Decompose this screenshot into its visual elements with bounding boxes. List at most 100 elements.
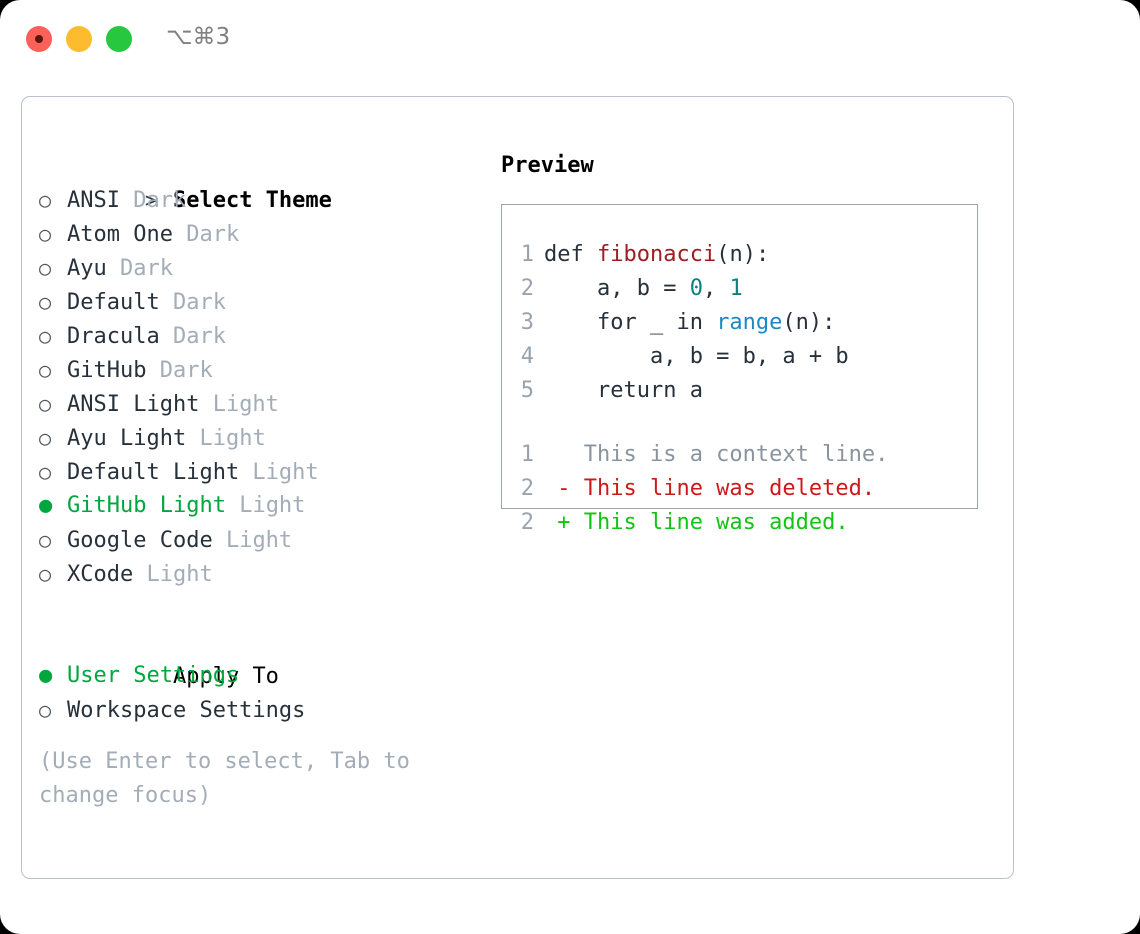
code-block-separator (512, 408, 972, 438)
theme-list-item[interactable]: ○ Atom One Dark (39, 217, 489, 251)
diff-line-text: + This line was added. (544, 510, 849, 535)
theme-list-item[interactable]: ○ Ayu Light Light (39, 421, 489, 455)
line-number: 3 (520, 310, 534, 335)
theme-name: Default (67, 290, 160, 315)
theme-name: Google Code (67, 528, 213, 553)
radio-unselected-icon[interactable]: ○ (39, 222, 52, 246)
line-number: 5 (520, 378, 534, 403)
theme-category-badge: Dark (146, 358, 213, 383)
theme-list-item[interactable]: ○ Default Dark (39, 285, 489, 319)
radio-selected-icon[interactable]: ● (39, 663, 53, 688)
radio-unselected-icon[interactable]: ○ (39, 290, 52, 314)
theme-category-badge: Dark (159, 324, 226, 349)
minimize-window-button[interactable] (66, 26, 92, 52)
preview-title: Preview (501, 153, 594, 178)
radio-selected-icon[interactable]: ● (39, 493, 53, 518)
radio-unselected-icon[interactable]: ○ (39, 562, 52, 586)
radio-unselected-icon[interactable]: ○ (39, 188, 52, 212)
code-line: 4 a, b = b, a + b (512, 340, 972, 374)
theme-name: GitHub (67, 358, 147, 383)
line-number: 2 (520, 276, 534, 301)
theme-list-item[interactable]: ○ Google Code Light (39, 523, 489, 557)
theme-list-item[interactable]: ○ Dracula Dark (39, 319, 489, 353)
theme-category-badge: Light (133, 562, 213, 587)
apply-to-group-label-row: ○Apply To (39, 625, 489, 689)
code-line: 2 a, b = 0, 1 (512, 272, 972, 306)
theme-selection-column: >Select Theme ○ANSI Dark○Atom One Dark○A… (39, 149, 489, 727)
diff-line: 2 - This line was deleted. (512, 472, 972, 506)
radio-unselected-icon[interactable]: ○ (39, 358, 52, 382)
line-number: 1 (520, 242, 534, 267)
record-indicator-icon (35, 35, 43, 43)
code-token: def (544, 242, 597, 267)
preview-column: Preview (501, 149, 594, 183)
code-token: (n): (716, 242, 770, 267)
theme-name: Dracula (67, 324, 160, 349)
theme-category-badge: Light (186, 426, 266, 451)
apply-to-label: Apply To (172, 664, 279, 689)
theme-name: Atom One (67, 222, 173, 247)
theme-list-item[interactable]: ○ ANSI Light Light (39, 387, 489, 421)
radio-unselected-icon[interactable]: ○ (39, 392, 52, 416)
code-token: (n): (782, 310, 836, 335)
theme-list-item[interactable]: ● GitHub Light Light (39, 489, 489, 523)
theme-list: ○ANSI Dark○Atom One Dark○Ayu Dark○Defaul… (39, 183, 489, 591)
diff-line: 1 This is a context line. (512, 438, 972, 472)
list-spacer (39, 591, 489, 625)
theme-list-item[interactable]: ○ ANSI Dark (39, 183, 489, 217)
code-token: a, b = (544, 276, 690, 301)
line-number: 2 (520, 510, 534, 535)
radio-unselected-icon[interactable]: ○ (39, 698, 52, 722)
radio-unselected-icon[interactable]: ○ (39, 528, 52, 552)
code-line: 3 for _ in range(n): (512, 306, 972, 340)
apply-to-option-label: Workspace Settings (67, 698, 306, 723)
code-token: range (716, 310, 783, 335)
line-number: 2 (520, 476, 534, 501)
apply-to-option[interactable]: ● User Settings (39, 659, 489, 693)
theme-list-item[interactable]: ○Ayu Dark (39, 251, 489, 285)
diff-line: 2 + This line was added. (512, 506, 972, 540)
radio-unselected-icon[interactable]: ○ (39, 460, 52, 484)
apply-to-option[interactable]: ○ Workspace Settings (39, 693, 489, 727)
code-token: return a (544, 378, 703, 403)
radio-unselected-icon[interactable]: ○ (39, 426, 52, 450)
theme-category-badge: Dark (106, 256, 173, 281)
theme-list-item[interactable]: ○ XCode Light (39, 557, 489, 591)
code-token: for _ in (544, 310, 717, 335)
radio-unselected-icon[interactable]: ○ (39, 324, 52, 348)
maximize-window-button[interactable] (106, 26, 132, 52)
keyboard-shortcut-label: ⌥⌘3 (166, 24, 231, 50)
theme-category-badge: Light (212, 528, 293, 553)
theme-name: GitHub Light (67, 493, 226, 518)
title-bar: ⌥⌘3 (0, 0, 1140, 78)
prompt-caret-icon: > (144, 188, 158, 212)
theme-category-badge: Light (199, 392, 279, 417)
theme-category-badge: Dark (119, 188, 187, 213)
theme-list-item[interactable]: ○ Default Light Light (39, 455, 489, 489)
code-line: 5 return a (512, 374, 972, 408)
code-token: 1 (729, 276, 743, 301)
dialog-panel: >Select Theme ○ANSI Dark○Atom One Dark○A… (21, 96, 1014, 879)
theme-name: Ayu Light (67, 426, 187, 451)
line-number: 4 (520, 344, 534, 369)
theme-category-badge: Light (239, 460, 319, 485)
theme-name: ANSI (67, 188, 120, 213)
theme-category-badge: Light (225, 493, 306, 518)
theme-category-badge: Dark (159, 290, 226, 315)
theme-name: XCode (67, 562, 134, 587)
code-token: 0 (689, 276, 703, 301)
theme-category-badge: Dark (172, 222, 240, 247)
apply-to-list: ● User Settings ○ Workspace Settings (39, 659, 489, 727)
apply-to-option-label: User Settings (67, 663, 240, 688)
theme-list-item[interactable]: ○ GitHub Dark (39, 353, 489, 387)
theme-name: Default Light (67, 460, 240, 485)
page-title: Select Theme (172, 188, 332, 213)
keyboard-hint: (Use Enter to select, Tab to change focu… (39, 749, 424, 808)
radio-unselected-icon[interactable]: ○ (39, 256, 52, 280)
theme-name: ANSI Light (67, 392, 200, 417)
section-header: > Select Theme (39, 149, 489, 213)
